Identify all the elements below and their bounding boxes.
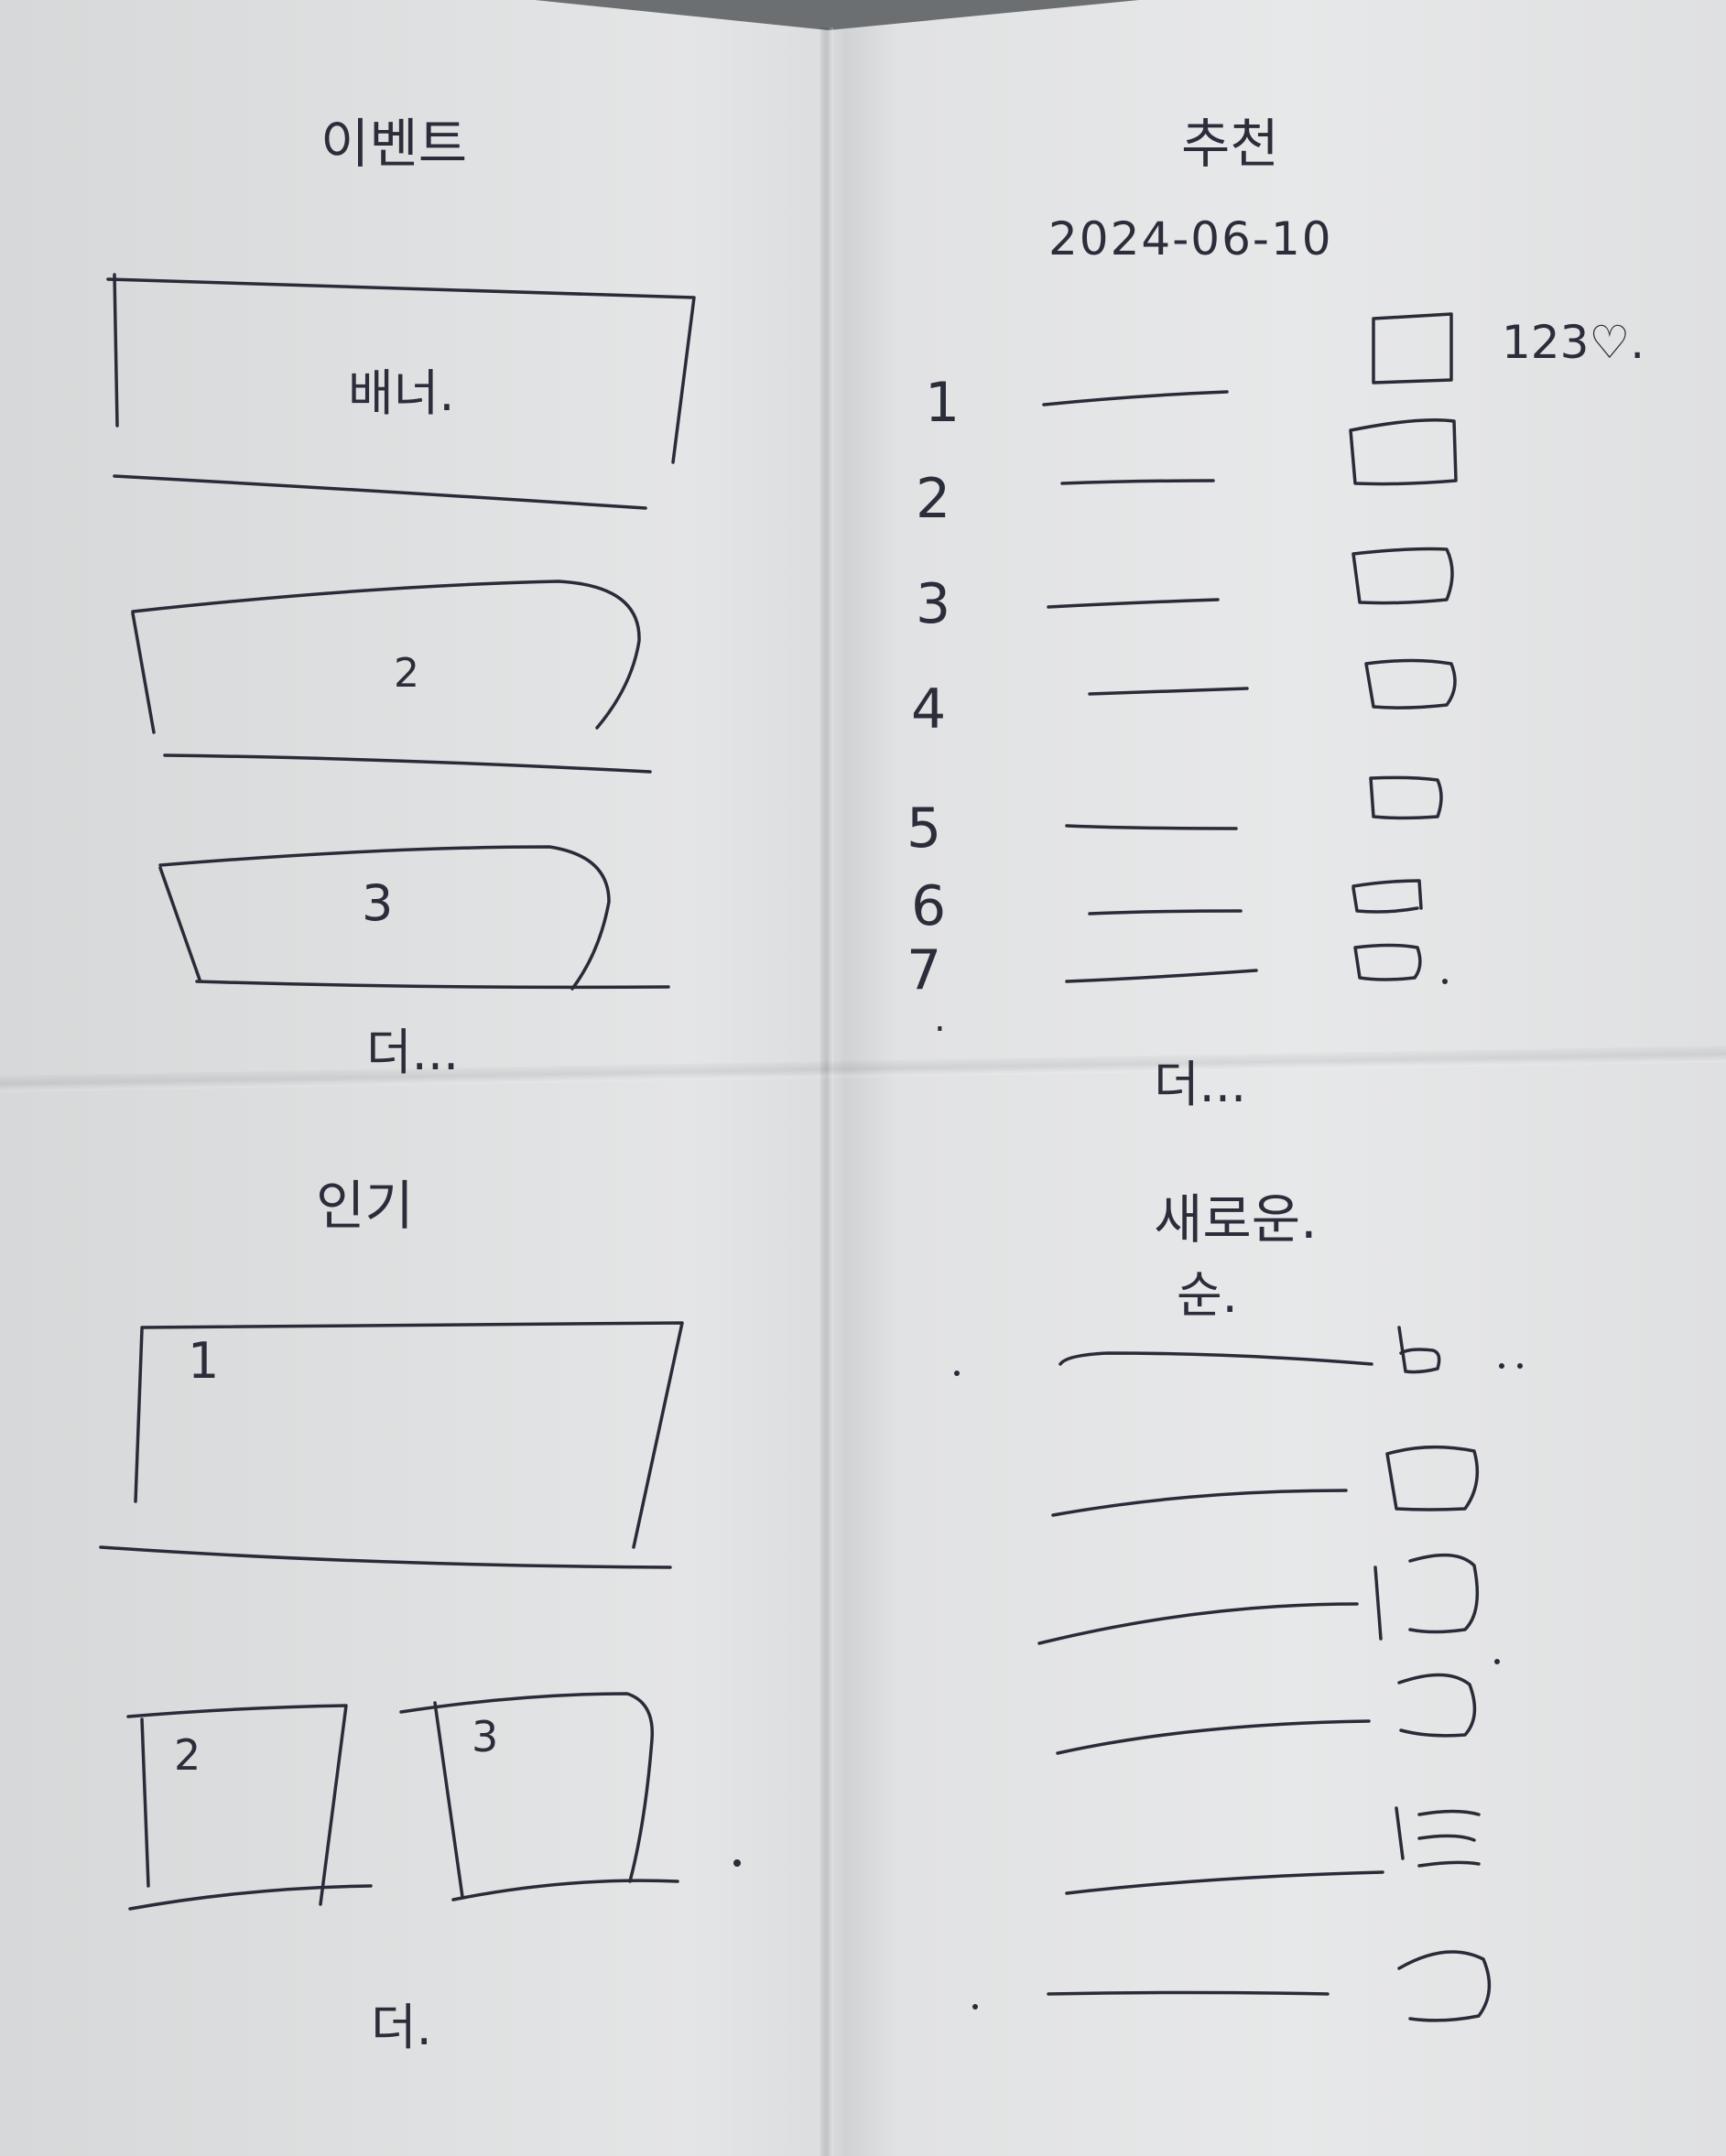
recommend-more-link[interactable]: 더...	[1154, 1056, 1247, 1113]
event-banner-2	[131, 580, 652, 774]
popular-card-1-label: 1	[188, 1332, 220, 1390]
banner-3-label: 3	[362, 874, 394, 932]
new-heading: 새로운.	[1154, 1188, 1318, 1251]
rank-1: 1	[925, 371, 961, 435]
recommend-date: 2024-06-10	[1048, 212, 1333, 265]
vertical-fold	[820, 27, 833, 2156]
like-count: 123♡.	[1502, 316, 1645, 369]
popular-more-link[interactable]: 더.	[371, 1999, 432, 2056]
rank-5: 5	[906, 796, 942, 861]
banner-2-label: 2	[394, 650, 419, 697]
event-heading: 이벤트	[320, 113, 468, 175]
new-list-thumbnails	[733, 1326, 1523, 2022]
rank-7: 7	[906, 938, 942, 1002]
recommend-list-lines	[1042, 390, 1258, 983]
popular-card-3-label: 3	[472, 1712, 499, 1761]
banner-1-label: 배너.	[348, 364, 455, 422]
rank-3: 3	[916, 572, 951, 636]
new-list-lines	[954, 1351, 1384, 2010]
popular-heading: 인기	[316, 1175, 414, 1237]
event-banner-1	[106, 273, 696, 510]
rank-more-dot: .	[934, 998, 946, 1040]
event-more-link[interactable]: 더...	[366, 1024, 460, 1081]
recommend-thumbnails	[1349, 312, 1458, 984]
popular-card-1	[99, 1321, 684, 1569]
rank-4: 4	[911, 677, 947, 742]
popular-card-2-label: 2	[174, 1730, 201, 1780]
popular-card-2	[126, 1704, 373, 1911]
popular-card-3	[399, 1692, 679, 1901]
rank-2: 2	[916, 467, 951, 531]
event-banner-3	[158, 845, 670, 991]
recommend-heading: 추천	[1181, 113, 1279, 175]
rank-6: 6	[911, 874, 947, 938]
new-sort-label[interactable]: 순.	[1177, 1266, 1238, 1324]
